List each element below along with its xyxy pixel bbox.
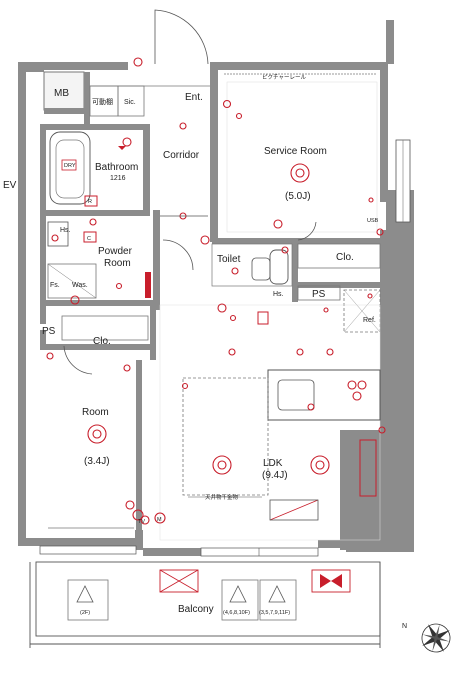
dry-label: DRY bbox=[64, 163, 76, 169]
service-room-size: (5.0J) bbox=[285, 191, 311, 202]
balcony: Balcony (2F) (4,6,8,10F) (3,5,7,9,11F) bbox=[29, 561, 381, 648]
f3-label: (3,5,7,9,11F) bbox=[259, 610, 290, 616]
powder-room-label-1: Powder bbox=[98, 246, 133, 257]
tv-label: TV bbox=[138, 519, 145, 525]
bath-size-label: 1216 bbox=[110, 175, 126, 182]
clo-right-label: Clo. bbox=[336, 252, 354, 263]
ev-label: EV bbox=[3, 180, 17, 191]
ps-right-label: PS bbox=[312, 289, 326, 300]
entrance-area: 可動棚 Sic. Ent. bbox=[89, 9, 210, 117]
shelf-label: 可動棚 bbox=[92, 97, 113, 106]
room-storage: PS Clo. bbox=[42, 315, 149, 347]
ldk-label: LDK bbox=[263, 458, 283, 469]
exterior-walls bbox=[18, 20, 414, 556]
bedroom: Room (3.4J) TV M bbox=[46, 345, 166, 529]
powder-room: Hs. C Powder Room Fs. Was. bbox=[47, 218, 151, 305]
m-label: M bbox=[157, 517, 162, 523]
bottom-windows bbox=[39, 545, 319, 557]
service-room: ピクチャーレール Service Room (5.0J) USB bbox=[222, 73, 411, 241]
toilet-label: Toilet bbox=[217, 254, 241, 265]
ldk: LDK (9.4J) 天井物干金物 bbox=[159, 303, 386, 541]
clo-left-label: Clo. bbox=[93, 336, 111, 347]
bathroom: DRY Bathroom 1216 R bbox=[49, 131, 138, 207]
entrance-door bbox=[154, 9, 209, 65]
bathroom-label: Bathroom bbox=[95, 162, 138, 173]
sic-label: Sic. bbox=[124, 99, 136, 106]
f4-label: (4,6,8,10F) bbox=[223, 610, 250, 616]
service-room-label: Service Room bbox=[264, 146, 327, 157]
fs-label: Fs. bbox=[50, 282, 60, 289]
room-label: Room bbox=[82, 407, 109, 418]
hs-label: Hs. bbox=[60, 227, 71, 234]
svg-text:C: C bbox=[87, 236, 91, 242]
corridor-label: Corridor bbox=[163, 150, 200, 161]
picture-rail-label: ピクチャーレール bbox=[262, 74, 306, 81]
usb-label: USB bbox=[367, 218, 379, 224]
ref-label: Ref. bbox=[363, 317, 376, 324]
north-label: N bbox=[402, 623, 407, 630]
toilet: Toilet Hs. bbox=[200, 235, 293, 298]
right-storage: Clo. PS Ref. bbox=[297, 243, 381, 333]
ceiling-rail-label: 天井物干金物 bbox=[205, 493, 239, 501]
interior-walls bbox=[40, 62, 380, 536]
svg-text:R: R bbox=[88, 199, 92, 205]
balcony-label: Balcony bbox=[178, 604, 214, 615]
hs2-label: Hs. bbox=[273, 291, 284, 298]
f2-label: (2F) bbox=[80, 610, 90, 616]
ent-label: Ent. bbox=[185, 92, 203, 103]
room-size: (3.4J) bbox=[84, 456, 110, 467]
meter-box: MB bbox=[43, 71, 90, 130]
ps-left-label: PS bbox=[42, 326, 56, 337]
north-arrow-icon bbox=[421, 623, 451, 653]
ldk-size: (9.4J) bbox=[262, 470, 288, 481]
powder-room-label-2: Room bbox=[104, 258, 131, 269]
mb-label: MB bbox=[54, 88, 69, 99]
was-label: Was. bbox=[72, 282, 88, 289]
corridor: Corridor bbox=[160, 122, 208, 271]
